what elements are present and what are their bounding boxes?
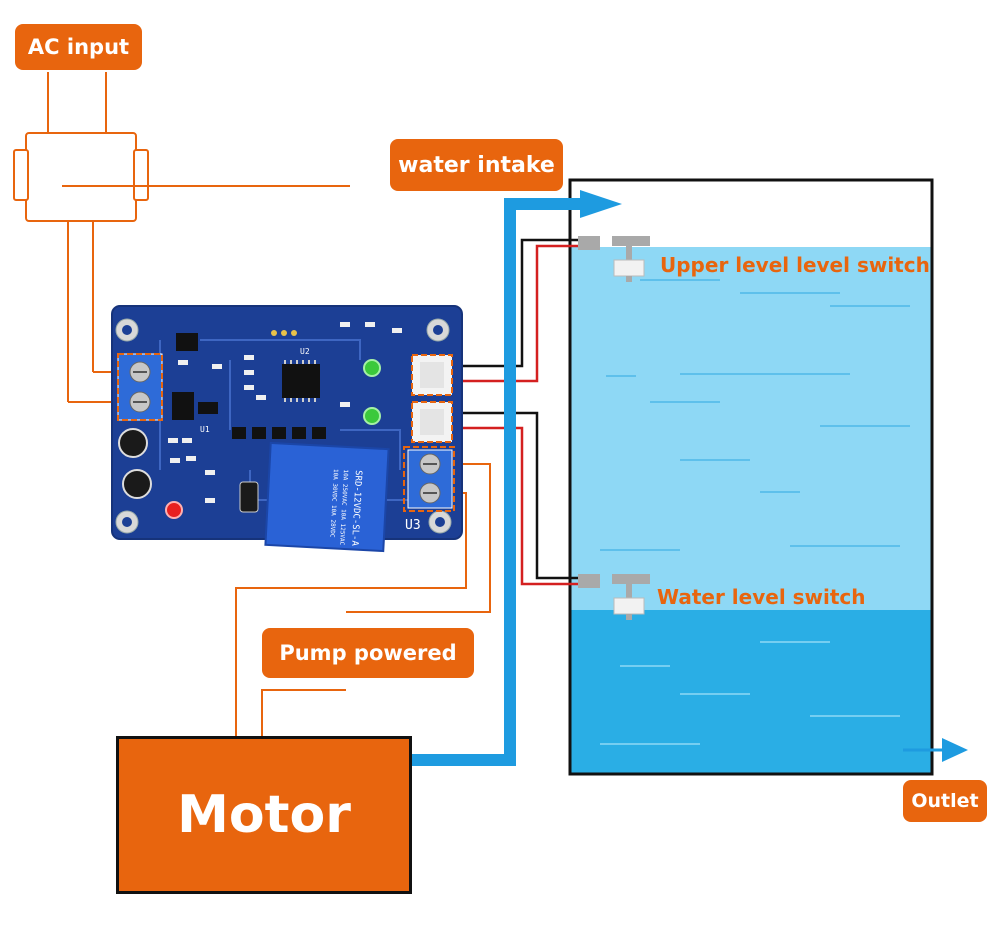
relay-markings: SRD-12VDC-SL-A 10A 250VAC 10A 125VAC 10A… <box>328 469 363 547</box>
green-led-icon <box>363 359 381 377</box>
water-tank <box>568 178 934 776</box>
water-pipe <box>412 190 968 766</box>
outlet-label: Outlet <box>903 780 987 822</box>
u1-silk: U1 <box>200 425 210 434</box>
u2-silk: U2 <box>300 347 310 356</box>
controller-board <box>111 305 463 553</box>
pump-powered-label: Pump powered <box>262 628 474 678</box>
upper-switch-label: Upper level level switch <box>660 253 930 277</box>
red-led-icon <box>165 501 183 519</box>
motor-box: Motor <box>116 736 412 894</box>
relay-model: SRD-12VDC-SL-A <box>349 470 363 547</box>
upper-float-switch <box>578 236 650 282</box>
water-intake-label: water intake <box>390 139 563 191</box>
u3-silk: U3 <box>405 518 421 533</box>
relay-rating-ac: 10A 250VAC 10A 125VAC <box>338 469 349 546</box>
green-led-icon <box>363 407 381 425</box>
outlet-arrow-icon <box>942 738 968 762</box>
ac-input-label: AC input <box>15 24 142 70</box>
motor-label: Motor <box>177 785 351 845</box>
relay-rating-dc: 10A 30VDC 10A 28VDC <box>328 469 339 538</box>
lower-switch-label: Water level switch <box>657 585 866 609</box>
lower-float-switch <box>578 574 650 620</box>
sensor-cables <box>452 238 582 586</box>
